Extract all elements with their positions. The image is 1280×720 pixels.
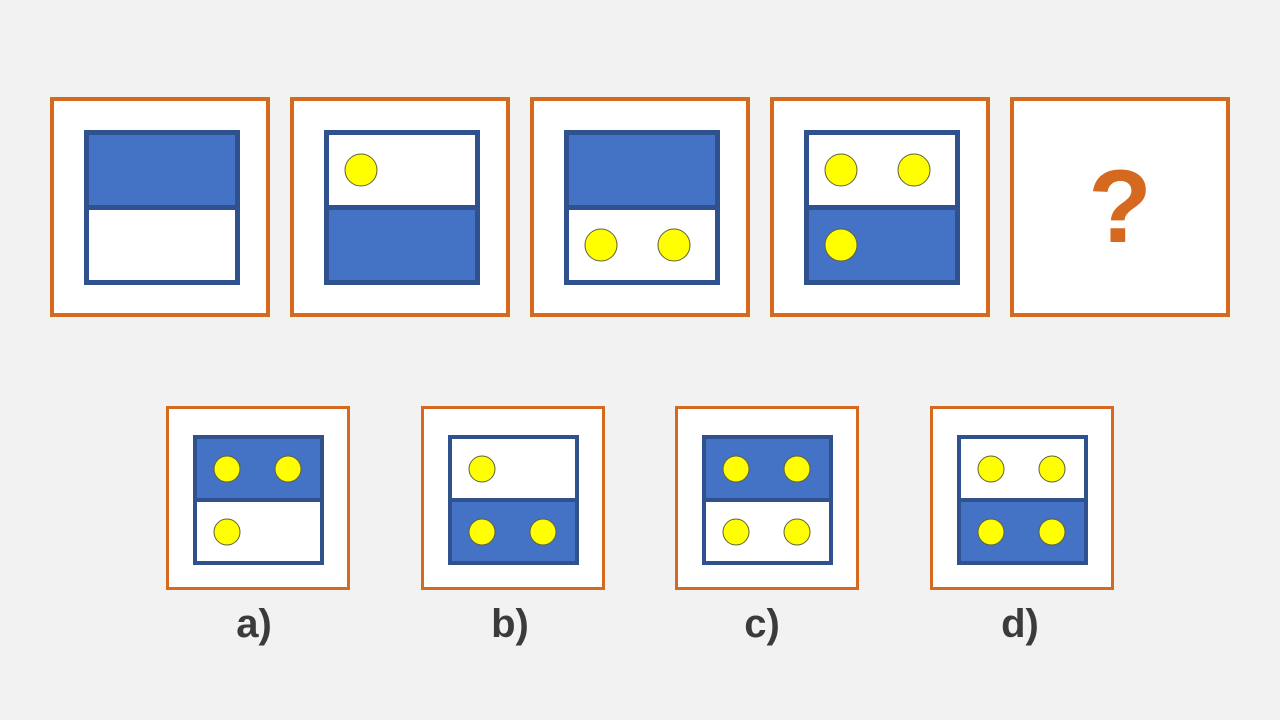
sequence-card-4 — [770, 97, 990, 317]
yellow-dot — [274, 455, 302, 482]
panel-top-half — [329, 135, 475, 210]
sequence-panel — [564, 130, 720, 285]
unknown-card: ? — [1010, 97, 1230, 317]
yellow-dot — [344, 153, 378, 187]
option-panel — [448, 435, 579, 565]
panel-bottom-half — [706, 502, 829, 561]
sequence-panel — [324, 130, 480, 285]
option-label-b[interactable]: b) — [491, 602, 529, 646]
yellow-dot — [468, 518, 496, 545]
yellow-dot — [1038, 455, 1066, 482]
yellow-dot — [722, 518, 750, 545]
yellow-dot — [529, 518, 557, 545]
yellow-dot — [213, 518, 241, 545]
yellow-dot — [824, 228, 858, 262]
yellow-dot — [783, 455, 811, 482]
panel-bottom-half — [569, 210, 715, 280]
panel-bottom-half — [452, 502, 575, 561]
panel-top-half — [706, 439, 829, 502]
yellow-dot — [468, 455, 496, 482]
yellow-dot — [1038, 518, 1066, 545]
panel-top-half — [809, 135, 955, 210]
yellow-dot — [722, 455, 750, 482]
yellow-dot — [584, 228, 618, 262]
panel-top-half — [452, 439, 575, 502]
panel-bottom-half — [961, 502, 1084, 561]
yellow-dot — [977, 518, 1005, 545]
yellow-dot — [897, 153, 931, 187]
panel-bottom-half — [329, 210, 475, 280]
option-card-d[interactable] — [930, 406, 1114, 590]
yellow-dot — [783, 518, 811, 545]
option-label-d[interactable]: d) — [1001, 602, 1039, 646]
option-panel — [193, 435, 324, 565]
panel-bottom-half — [197, 502, 320, 561]
panel-top-half — [961, 439, 1084, 502]
panel-bottom-half — [89, 210, 235, 280]
option-label-a[interactable]: a) — [236, 602, 272, 646]
option-card-b[interactable] — [421, 406, 605, 590]
panel-top-half — [89, 135, 235, 210]
panel-top-half — [197, 439, 320, 502]
yellow-dot — [824, 153, 858, 187]
sequence-panel — [84, 130, 240, 285]
option-label-c[interactable]: c) — [744, 602, 780, 646]
sequence-panel — [804, 130, 960, 285]
sequence-card-1 — [50, 97, 270, 317]
yellow-dot — [213, 455, 241, 482]
option-card-c[interactable] — [675, 406, 859, 590]
question-mark: ? — [1088, 148, 1152, 265]
yellow-dot — [657, 228, 691, 262]
yellow-dot — [977, 455, 1005, 482]
sequence-card-2 — [290, 97, 510, 317]
panel-top-half — [569, 135, 715, 210]
panel-bottom-half — [809, 210, 955, 280]
option-panel — [957, 435, 1088, 565]
option-card-a[interactable] — [166, 406, 350, 590]
option-panel — [702, 435, 833, 565]
sequence-card-3 — [530, 97, 750, 317]
